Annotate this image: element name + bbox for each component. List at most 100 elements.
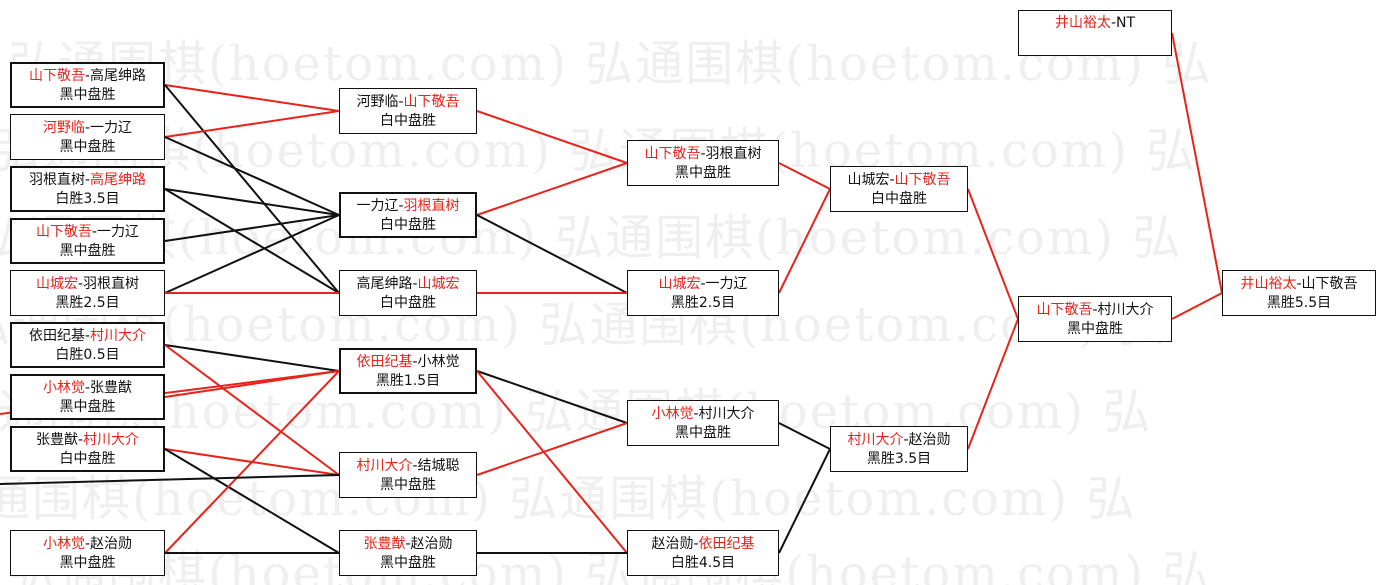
connector-line <box>1171 292 1223 320</box>
matchup-label: 张豊猷-赵治勋 <box>363 535 452 554</box>
player-white: 山城宏 <box>417 275 460 292</box>
matchup-label: 小林觉-村川大介 <box>651 405 754 424</box>
result-label: 黑中盘胜 <box>675 424 731 441</box>
separator: - <box>405 535 411 552</box>
watermark-text: 弘通围棋(hoetom.com) 弘通围棋(hoetom.com) 弘 <box>8 36 1213 92</box>
separator: - <box>700 275 706 292</box>
match-box-r4a: 山城宏-山下敬吾白中盘胜 <box>830 166 968 212</box>
match-box-r1i: 小林觉-赵治勋黑中盘胜 <box>10 530 165 576</box>
match-box-r1d: 山下敬吾-一力辽黑中盘胜 <box>10 218 165 264</box>
player-white: 羽根直树 <box>403 197 460 214</box>
player-black: 河野临 <box>42 119 85 136</box>
separator: - <box>77 431 84 448</box>
match-box-f1: 井山裕太-NT <box>1018 10 1172 56</box>
match-box-r3a: 山下敬吾-羽根直树黑中盘胜 <box>627 140 779 186</box>
separator: - <box>700 145 706 162</box>
matchup-label: 依田纪基-村川大介 <box>29 327 146 346</box>
result-label: 黑胜3.5目 <box>866 450 932 467</box>
connector-line <box>164 136 340 216</box>
connector-line-offscreen <box>0 474 340 485</box>
match-box-r3c: 小林觉-村川大介黑中盘胜 <box>627 400 779 446</box>
connector-line <box>164 188 340 216</box>
player-black: 赵治勋 <box>651 535 694 552</box>
result-label: 黑中盘胜 <box>59 86 116 103</box>
separator: - <box>412 275 418 292</box>
match-box-r5a: 山下敬吾-村川大介黑中盘胜 <box>1018 296 1172 342</box>
player-black: 山下敬吾 <box>644 145 701 162</box>
result-label: 黑中盘胜 <box>59 242 116 259</box>
match-box-r2d: 依田纪基-小林觉黑胜1.5目 <box>339 348 477 394</box>
watermark-text: 弘通围棋(hoetom.com) 弘通围棋(hoetom.com) 弘 <box>0 471 1137 527</box>
separator: - <box>1092 301 1098 318</box>
result-label: 黑中盘胜 <box>380 476 436 493</box>
result-label: 黑胜1.5目 <box>375 372 441 389</box>
player-black: 高尾绅路 <box>356 275 413 292</box>
connector-line <box>476 370 628 424</box>
connector-line <box>476 214 628 294</box>
matchup-label: 村川大介-结城聪 <box>356 457 459 476</box>
player-white: 山下敬吾 <box>403 93 460 110</box>
matchup-label: 河野临-一力辽 <box>43 119 132 138</box>
player-white: 一力辽 <box>97 223 140 240</box>
player-black: 山城宏 <box>658 275 701 292</box>
player-black: 井山裕太 <box>1054 15 1111 31</box>
separator: - <box>693 405 699 422</box>
connector-line <box>164 344 340 372</box>
separator: - <box>84 67 91 84</box>
player-black: 张豊猷 <box>363 535 406 552</box>
player-white: 高尾绅路 <box>90 67 147 84</box>
separator: - <box>398 197 404 214</box>
player-black: 村川大介 <box>356 457 413 474</box>
player-white: 高尾绅路 <box>90 171 147 188</box>
connector-line <box>778 448 831 554</box>
result-label: 白胜4.5目 <box>670 554 736 571</box>
player-white: 村川大介 <box>1097 301 1154 318</box>
player-black: 井山裕太 <box>1240 275 1297 292</box>
matchup-label: 小林觉-赵治勋 <box>43 535 132 554</box>
connector-line <box>164 448 340 554</box>
player-white: 羽根直树 <box>705 145 762 162</box>
connector-line <box>164 110 340 138</box>
player-white: NT <box>1116 15 1136 31</box>
player-white: 村川大介 <box>90 327 147 344</box>
match-box-r1a: 山下敬吾-高尾绅路黑中盘胜 <box>10 62 165 108</box>
match-box-r2a: 河野临-山下敬吾白中盘胜 <box>339 88 477 134</box>
connector-line <box>476 422 628 476</box>
player-black: 山下敬吾 <box>1036 301 1093 318</box>
watermark-text: 弘通围棋(hoetom.com) 弘通围棋(hoetom.com) 弘 <box>0 123 1197 179</box>
matchup-label: 河野临-山下敬吾 <box>356 93 459 112</box>
separator: - <box>84 379 91 396</box>
player-black: 山下敬吾 <box>28 67 85 84</box>
result-label: 黑中盘胜 <box>59 398 116 415</box>
match-box-r2c: 高尾绅路-山城宏白中盘胜 <box>339 270 477 316</box>
connector-line <box>476 370 628 554</box>
matchup-label: 赵治勋-依田纪基 <box>651 535 754 554</box>
separator: - <box>889 171 895 188</box>
matchup-label: 一力辽-羽根直树 <box>356 197 459 216</box>
player-black: 山城宏 <box>35 275 78 292</box>
connector-line <box>967 318 1019 450</box>
result-label: 白中盘胜 <box>871 190 927 207</box>
match-box-r2e: 村川大介-结城聪黑中盘胜 <box>339 452 477 498</box>
player-white: 一力辽 <box>705 275 748 292</box>
connector-line <box>164 84 340 112</box>
match-box-r2b: 一力辽-羽根直树白中盘胜 <box>339 192 477 238</box>
match-box-r1g: 小林觉-张豊猷黑中盘胜 <box>10 374 165 420</box>
player-black: 依田纪基 <box>356 353 413 370</box>
player-black: 依田纪基 <box>28 327 85 344</box>
separator: - <box>1296 275 1302 292</box>
result-label: 白中盘胜 <box>380 294 436 311</box>
result-label: 黑胜5.5目 <box>1266 294 1332 311</box>
matchup-label: 山城宏-山下敬吾 <box>847 171 950 190</box>
player-black: 河野临 <box>356 93 399 110</box>
match-box-r1f: 依田纪基-村川大介白胜0.5目 <box>10 322 165 368</box>
separator: - <box>1110 15 1117 31</box>
result-label: 黑中盘胜 <box>59 138 116 155</box>
match-box-r1b: 河野临-一力辽黑中盘胜 <box>10 114 165 160</box>
connector-line <box>476 110 628 164</box>
watermark-text: 弘通围棋(hoetom.com) 弘通围棋(hoetom.com) 弘 <box>8 546 1213 585</box>
separator: - <box>84 535 91 552</box>
separator: - <box>903 431 909 448</box>
